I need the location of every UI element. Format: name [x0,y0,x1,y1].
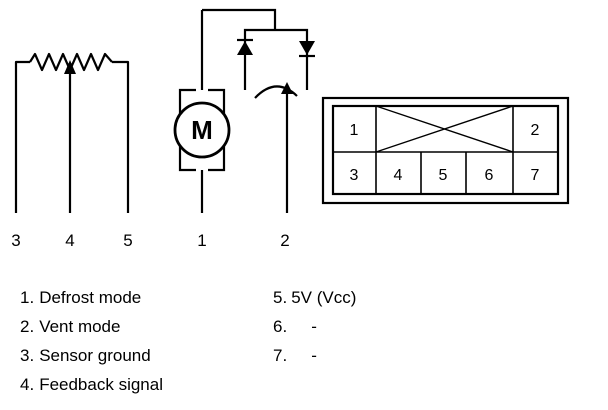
legend-number: 5. [273,288,288,307]
legend-description: Sensor ground [39,346,151,365]
connector-cell-7: 7 [531,167,540,184]
legend-item: 2.Vent mode [20,312,163,341]
legend-number: 4. [20,375,35,394]
legend-description: Vent mode [39,317,121,336]
legend-number: 6. [273,317,288,336]
pot-wiper-arrow [64,60,76,74]
connector-blank-cross-2 [375,105,514,153]
legend-item: 7. - [273,341,356,370]
connector [321,96,570,205]
pin-label-1: 1 [197,231,206,250]
pin-legend-right: 5.5V (Vcc) 6. - 7. - [273,283,356,370]
top-wire [202,8,277,30]
legend-item: 6. - [273,312,356,341]
connector-cell-1: 1 [350,122,359,139]
legend-number: 3. [20,346,35,365]
switch-arrow [281,82,293,94]
actuator-schematic: M 3 4 5 1 2 1 2 3 4 5 6 7 [11,8,570,250]
limit-switch [237,28,315,213]
legend-description: Feedback signal [39,375,163,394]
connector-cell-3: 3 [350,167,359,184]
legend-item: 3.Sensor ground [20,341,163,370]
legend-number: 7. [273,346,288,365]
legend-description: - [311,346,317,365]
connector-inner [331,104,560,196]
pot-right-lead [112,60,130,213]
connector-shell [321,96,570,205]
pin-label-2: 2 [280,231,289,250]
potentiometer [14,52,130,213]
diode-left-triangle [237,41,253,55]
legend-number: 2. [20,317,35,336]
legend-description: - [311,317,317,336]
legend-item: 1.Defrost mode [20,283,163,312]
pin-legend-left: 1.Defrost mode 2.Vent mode 3.Sensor grou… [20,283,163,399]
legend-item: 5.5V (Vcc) [273,283,356,312]
diode-right-triangle [299,41,315,55]
pin-label-4: 4 [65,231,74,250]
switch-contact-arc [254,85,298,99]
legend-item: 4.Feedback signal [20,370,163,399]
connector-cell-6: 6 [485,167,494,184]
diode-bus [243,28,309,90]
legend-description: 5V (Vcc) [291,288,357,307]
legend-description: Defrost mode [39,288,142,307]
motor-letter: M [191,115,213,145]
pin-label-3: 3 [11,231,20,250]
legend-number: 1. [20,288,35,307]
connector-cell-2: 2 [531,122,540,139]
motor-armature [173,101,231,159]
pot-left-lead [14,60,30,213]
motor [173,10,231,213]
connector-cell-5: 5 [439,167,448,184]
connector-cell-4: 4 [394,167,403,184]
pin-label-5: 5 [123,231,132,250]
